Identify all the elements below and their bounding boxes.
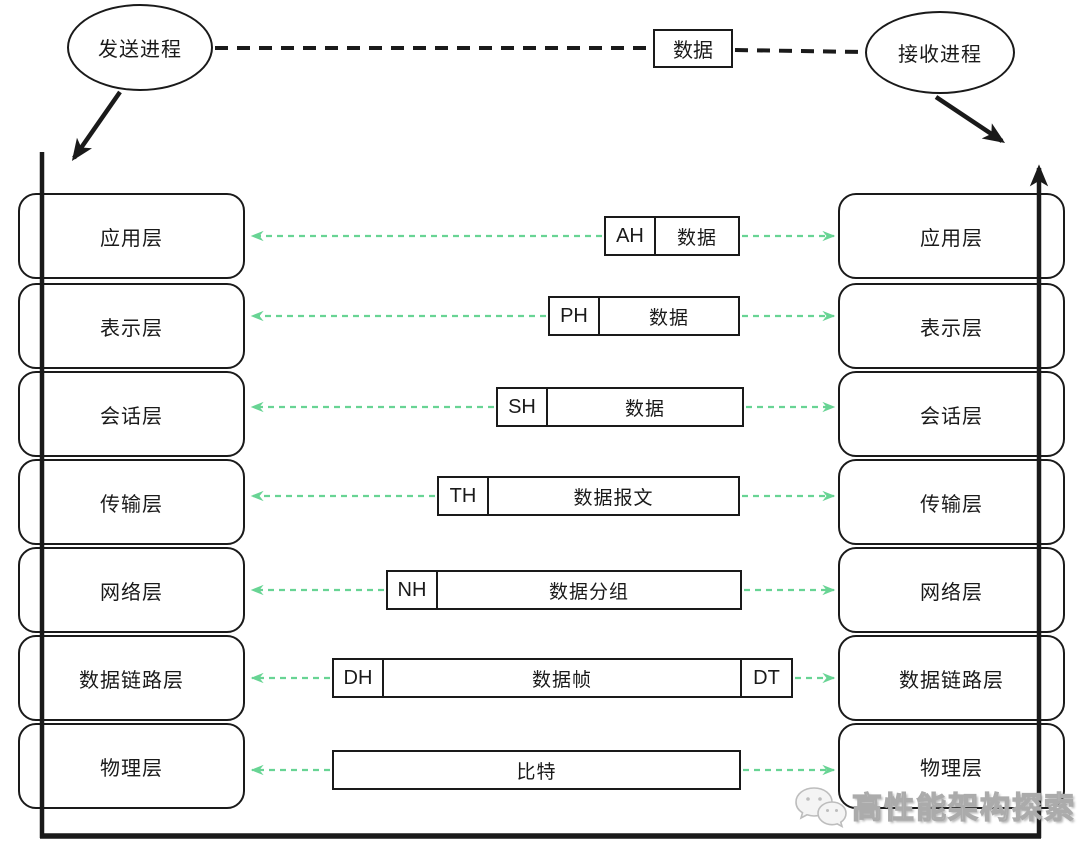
layer-label: 会话层	[920, 405, 983, 428]
receiver-process-label: 接收进程	[898, 44, 982, 66]
layer-right-transport: 传输层	[838, 459, 1065, 545]
pdu-body: 数据	[648, 307, 689, 329]
pdu-header: DH	[334, 660, 384, 696]
layer-right-datalink: 数据链路层	[838, 635, 1065, 721]
pdu-row-network: NH 数据分组	[386, 570, 742, 610]
receiver-process-ellipse: 接收进程	[865, 11, 1015, 94]
layer-label: 传输层	[100, 493, 163, 516]
sender-down-arrow	[71, 90, 122, 162]
pdu-body: 数据分组	[548, 581, 629, 603]
top-dashed-link	[215, 46, 864, 54]
layer-label: 应用层	[100, 227, 163, 250]
layer-left-network: 网络层	[18, 547, 245, 633]
sender-process-label: 发送进程	[98, 39, 182, 61]
pdu-body: 数据	[676, 227, 717, 249]
top-data-label: 数据	[673, 40, 713, 62]
layer-label: 应用层	[920, 227, 983, 250]
layer-left-physical: 物理层	[18, 723, 245, 809]
layer-left-datalink: 数据链路层	[18, 635, 245, 721]
pdu-body: 数据报文	[573, 487, 654, 509]
layer-label: 网络层	[920, 581, 983, 604]
pdu-header: AH	[606, 218, 656, 254]
layer-label: 数据链路层	[79, 669, 184, 692]
layer-label: 会话层	[100, 405, 163, 428]
pdu-row-datalink: DH 数据帧 DT	[332, 658, 793, 698]
wechat-bubbles-icon	[795, 787, 847, 828]
watermark: 高性能架构探索	[792, 780, 1076, 830]
pdu-row-presentation: PH 数据	[548, 296, 740, 336]
pdu-row-application: AH 数据	[604, 216, 740, 256]
layer-label: 表示层	[920, 317, 983, 340]
layer-label: 传输层	[920, 493, 983, 516]
pdu-row-transport: TH 数据报文	[437, 476, 740, 516]
pdu-header: NH	[388, 572, 438, 608]
layer-right-physical: 物理层	[838, 723, 1065, 809]
layer-label: 物理层	[920, 757, 983, 780]
pdu-body: 比特	[516, 761, 557, 783]
pdu-header: PH	[550, 298, 600, 334]
layer-label: 网络层	[100, 581, 163, 604]
pdu-header: SH	[498, 389, 548, 425]
layer-right-network: 网络层	[838, 547, 1065, 633]
dashed-line-data-to-receiver	[734, 48, 864, 54]
layer-left-transport: 传输层	[18, 459, 245, 545]
watermark-text: 高性能架构探索	[851, 791, 1076, 825]
layer-label: 表示层	[100, 317, 163, 340]
pdu-row-physical: 比特	[332, 750, 741, 790]
top-data-box: 数据	[653, 29, 733, 68]
layer-left-presentation: 表示层	[18, 283, 245, 369]
layer-right-session: 会话层	[838, 371, 1065, 457]
sender-process-ellipse: 发送进程	[67, 4, 213, 91]
layer-left-application: 应用层	[18, 193, 245, 279]
receiver-down-arrow	[934, 95, 1006, 144]
layer-label: 物理层	[100, 757, 163, 780]
process-arrows	[71, 90, 1006, 162]
pdu-body: 数据帧	[531, 669, 592, 691]
layer-right-presentation: 表示层	[838, 283, 1065, 369]
pdu-trailer: DT	[740, 660, 791, 696]
pdu-header: TH	[439, 478, 489, 514]
pdu-body: 数据	[624, 398, 665, 420]
pdu-row-session: SH 数据	[496, 387, 744, 427]
layer-label: 数据链路层	[899, 669, 1004, 692]
layer-right-application: 应用层	[838, 193, 1065, 279]
layer-left-session: 会话层	[18, 371, 245, 457]
